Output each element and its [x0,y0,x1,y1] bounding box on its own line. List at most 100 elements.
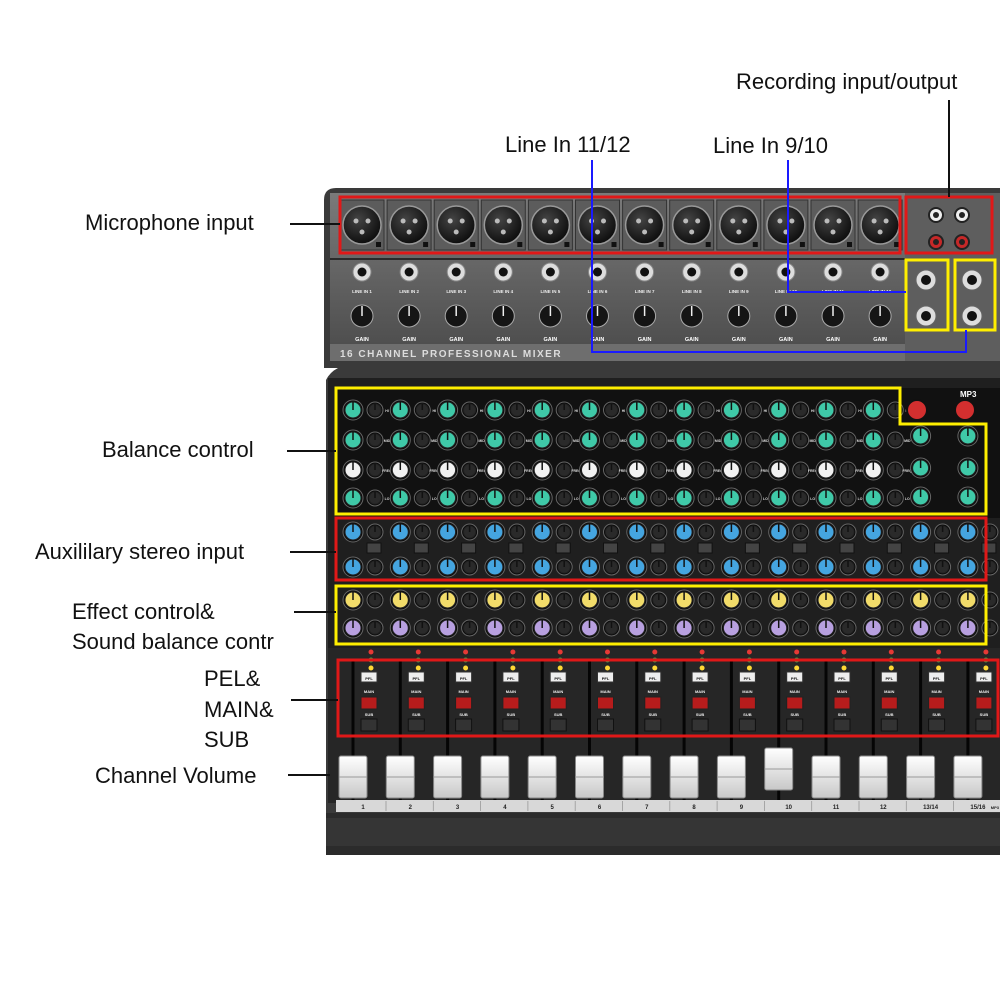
sub-button [975,718,993,732]
eq-label: MID [573,439,580,443]
sub-label: SUB [459,712,468,717]
pre-button [366,542,382,554]
mp3-suffix: MP3 [991,805,1000,810]
eq-label: MID [668,439,675,443]
main-label: MAIN [931,689,941,694]
stereo-line-jack-hole [967,275,977,285]
eq-label: MID [384,439,391,443]
channel-number: 2 [409,805,413,811]
pfl-button [549,671,567,683]
pfl-button [691,671,709,683]
eq-label: HI [527,409,531,413]
pfl-label: PFL [696,676,704,681]
xlr-latch [799,242,805,247]
line-11-12-leader [591,160,967,353]
pfl-button [597,671,614,683]
xlr-latch [470,242,476,247]
line-in-label: LINE IN 10 [775,289,798,294]
sub-button [549,718,567,732]
sub-button [691,718,709,732]
line-in-jack-hole [498,267,508,277]
stereo-line-jack-hole [921,311,931,321]
xlr-latch [752,242,758,247]
signal-led [368,665,374,671]
xlr-pin [412,218,418,224]
channel-number: 9 [740,805,744,811]
eq-label: FREQ [713,469,723,473]
signal-led [888,665,894,671]
xlr-pin [500,229,506,235]
fader-track [446,660,450,800]
gain-label: GAIN [873,337,887,343]
xlr-pin [459,218,465,224]
fader-track [635,660,639,800]
sub-button [928,718,946,732]
signal-led [746,665,752,671]
pfl-button [880,671,898,683]
line-in-label: LINE IN 7 [635,289,655,294]
pfl-label: PFL [507,676,515,681]
eq-label: MID [526,439,533,443]
sub-button [738,718,756,732]
peak-led [415,649,421,655]
xlr-pin [789,218,795,224]
gain-label: GAIN [449,337,463,343]
gain-label: GAIN [826,337,840,343]
channel-number: 13/14 [923,805,939,811]
eq-label: LO [479,497,484,501]
pfl-label: PFL [980,676,988,681]
top-panel-divider [330,258,905,260]
xlr-pin [406,229,412,235]
pfl-label: PFL [460,676,468,681]
signal-led [605,665,610,671]
eq-label: FREQ [477,469,487,473]
fader-track [871,660,875,800]
xlr-latch [658,242,664,247]
signal-led [983,665,989,671]
fader-track [540,660,544,800]
effect-highlight [334,584,988,646]
signal-led [415,665,421,671]
eq-label: LO [574,497,579,501]
main-label: MAIN [458,689,468,694]
main-button [738,696,756,710]
eq-label: MID [620,439,627,443]
main-label: MAIN [553,689,563,694]
eq-label: MID [904,439,911,443]
pel-callout-line3: SUB [204,727,250,752]
pfl-button [407,671,425,683]
sub-label: SUB [365,712,374,717]
sub-label: SUB [696,712,705,717]
gain-label: GAIN [779,337,793,343]
xlr-pin [648,218,654,224]
channel-number: 7 [645,805,649,811]
microphone-callout: Microphone input [85,210,254,235]
xlr-latch [517,242,523,247]
pfl-label: PFL [554,676,562,681]
pfl-button [644,671,662,683]
main-label: MAIN [979,689,989,694]
peak-led [557,649,563,655]
pre-button [650,542,666,554]
auxiliary-highlight [334,516,988,582]
pfl-label: PFL [649,676,657,681]
gain-label: GAIN [591,337,605,343]
pel-highlight [336,658,1000,738]
signal-led [557,665,563,671]
mp3-label: MP3 [960,390,977,399]
pfl-button [455,671,473,683]
peak-led [983,649,989,655]
eq-label: LO [668,497,673,501]
eq-label: MID [857,439,864,443]
gain-label: GAIN [638,337,652,343]
fader-track [824,660,828,800]
line-in-jack-hole [734,267,744,277]
sub-button [644,718,662,732]
main-button [691,696,709,710]
pfl-button [833,671,851,683]
pfl-label: PFL [365,676,373,681]
channel-number: 4 [503,805,507,811]
peak-led [652,649,658,655]
effect-callout-line1: Effect control& [72,599,215,624]
eq-label: LO [858,497,863,501]
